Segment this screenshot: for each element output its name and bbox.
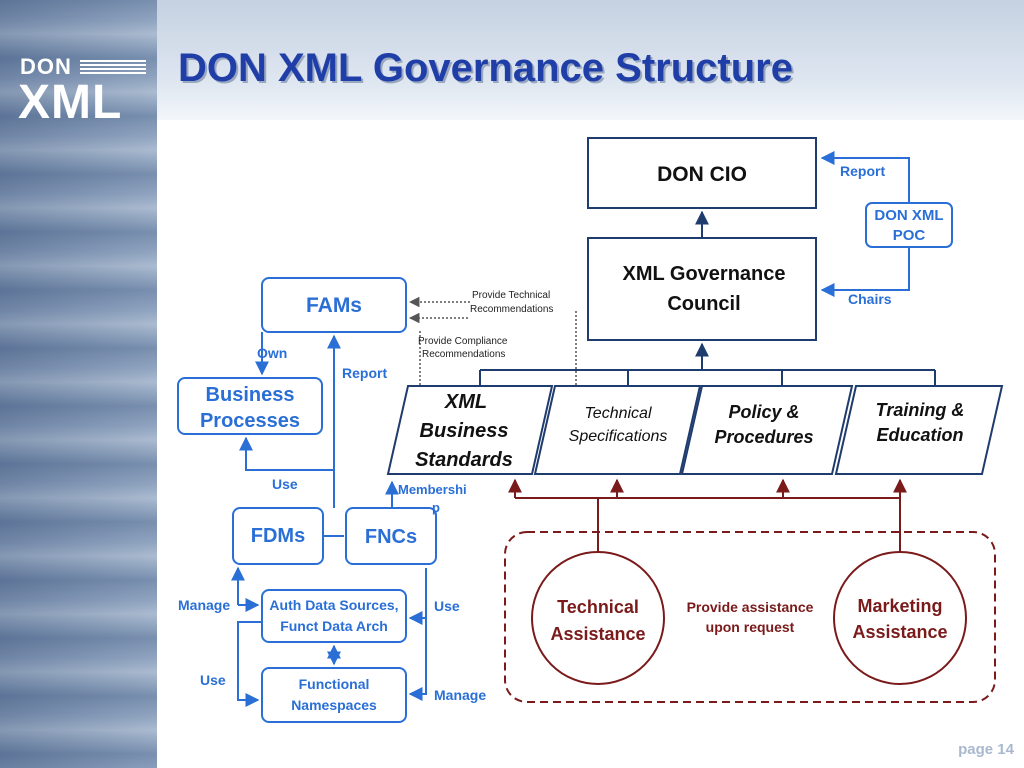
fncs-box: FNCs — [345, 507, 437, 565]
auth-line2: Funct Data Arch — [280, 618, 388, 634]
training-education-box: Training & Education — [834, 385, 1004, 475]
provide-assistance-line2: upon request — [706, 619, 795, 635]
use-right-label: Use — [434, 598, 460, 614]
poc-chairs-arrow — [820, 247, 910, 297]
assistance-dashed-region — [504, 531, 996, 703]
ma-line2: Assistance — [852, 622, 947, 642]
report-top-label: Report — [840, 163, 885, 179]
technical-specifications-box: Technical Specifications — [533, 385, 702, 475]
membership-line2: p — [432, 500, 440, 515]
xbs-line2: Business — [420, 420, 509, 442]
provide-assistance-line1: Provide assistance — [687, 599, 814, 615]
use-left-arrow — [237, 621, 262, 707]
fams-box: FAMs — [261, 277, 407, 333]
fncs-label: FNCs — [365, 526, 417, 548]
council-label-line2: Council — [667, 293, 740, 315]
council-bracket — [479, 342, 936, 386]
manage-left-label: Manage — [178, 597, 230, 613]
fams-label: FAMs — [306, 294, 362, 317]
header-band — [157, 0, 1024, 120]
xbs-line3: Standards — [415, 449, 513, 471]
slide-title: DON XML Governance Structure — [178, 46, 793, 90]
bp-line1: Business — [206, 384, 295, 406]
fdms-box: FDMs — [232, 507, 324, 565]
ma-line1: Marketing — [857, 596, 942, 616]
policy-line2: Procedures — [714, 427, 813, 447]
techspec-line1: Technical — [584, 405, 651, 422]
chairs-label: Chairs — [848, 291, 892, 307]
tech-recs-line2: Recommendations — [470, 304, 553, 315]
fn-line2: Namespaces — [291, 697, 377, 713]
techspec-line2: Specifications — [569, 428, 668, 445]
report-left-label: Report — [342, 365, 387, 381]
ta-line1: Technical — [557, 597, 639, 617]
don-xml-poc-box: DON XML POC — [865, 202, 953, 248]
training-line1: Training & — [876, 400, 965, 420]
logo-bottom-text: XML — [18, 76, 123, 129]
technical-assistance-circle: Technical Assistance — [531, 551, 665, 685]
auth-data-sources-box: Auth Data Sources, Funct Data Arch — [261, 589, 407, 643]
manage-right-label: Manage — [434, 687, 486, 703]
training-line2: Education — [876, 425, 963, 445]
fdms-label: FDMs — [251, 525, 305, 547]
functional-namespaces-box: Functional Namespaces — [261, 667, 407, 723]
don-xml-logo: DON XML — [16, 52, 148, 134]
poc-report-arrow — [820, 151, 910, 203]
fn-line1: Functional — [299, 676, 370, 692]
poc-label-line1: DON XML — [874, 207, 943, 224]
governance-diagram: DON CIO XML Governance Council DON XML P… — [177, 137, 1004, 723]
business-processes-box: Business Processes — [177, 377, 323, 435]
manage-right-arrow — [408, 618, 427, 701]
marketing-assistance-circle: Marketing Assistance — [833, 551, 967, 685]
don-cio-label: DON CIO — [657, 163, 747, 186]
assistance-bus — [508, 478, 907, 552]
xml-business-standards-box: XML Business Standards — [386, 385, 554, 475]
use-left-label: Use — [200, 672, 226, 688]
poc-label-line2: POC — [893, 227, 926, 244]
compliance-recs-line2: Recommendations — [422, 349, 505, 360]
compliance-recs-line1: Provide Compliance — [418, 336, 508, 347]
use-top-arrow — [239, 436, 334, 471]
logo-top-text: DON — [20, 54, 72, 79]
don-cio-box: DON CIO — [587, 137, 817, 209]
page-number: page 14 — [958, 741, 1014, 758]
own-label: Own — [257, 345, 287, 361]
policy-line1: Policy & — [728, 402, 799, 422]
sidebar-background — [0, 0, 157, 768]
logo-lines — [80, 60, 146, 74]
council-label-line1: XML Governance — [622, 263, 785, 285]
governance-council-box: XML Governance Council — [587, 237, 817, 341]
policy-procedures-box: Policy & Procedures — [680, 385, 854, 475]
auth-line1: Auth Data Sources, — [269, 597, 398, 613]
bp-line2: Processes — [200, 410, 300, 432]
membership-line1: Membershi — [398, 482, 467, 497]
ta-line2: Assistance — [550, 624, 645, 644]
use-top-label: Use — [272, 476, 298, 492]
tech-recs-line1: Provide Technical — [472, 290, 550, 301]
xbs-line1: XML — [444, 391, 487, 413]
